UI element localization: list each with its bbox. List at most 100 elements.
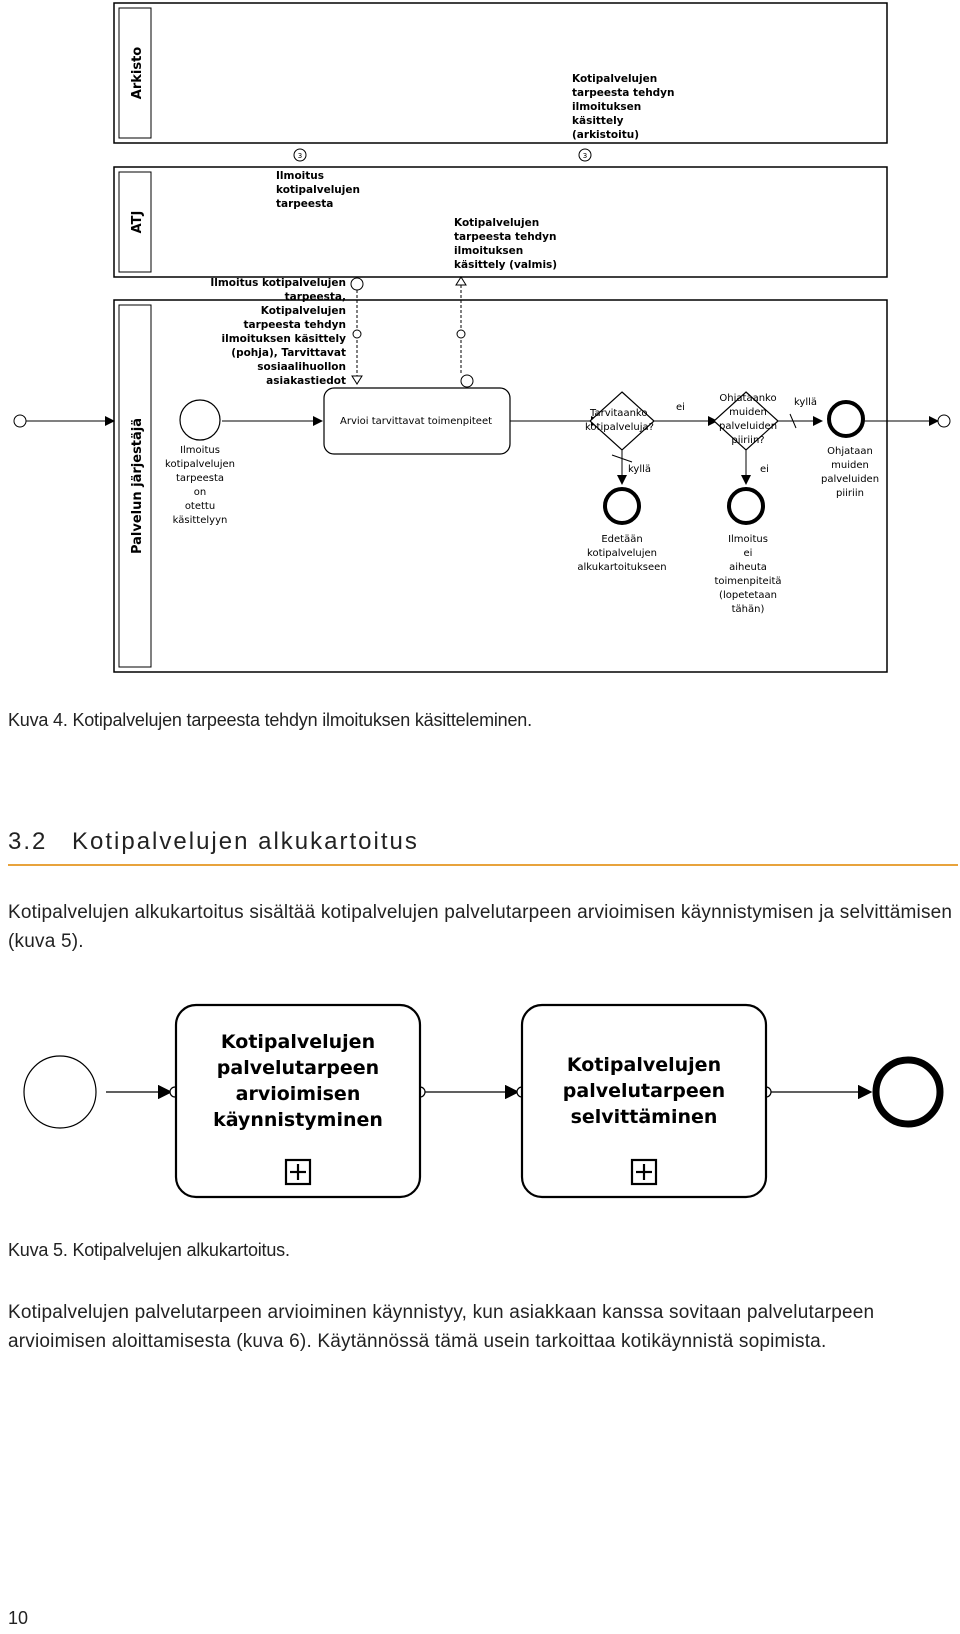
svg-text:kotipalvelujen: kotipalvelujen [276,184,360,196]
svg-text:ilmoituksen: ilmoituksen [454,245,523,257]
gateway-need-homecare [589,391,655,451]
svg-text:ilmoituksen käsittely: ilmoituksen käsittely [222,333,347,345]
data-objects-label: Ilmoitus kotipalvelujen tarpeesta, Kotip… [210,277,346,387]
svg-text:tarpeesta tehdyn: tarpeesta tehdyn [243,319,346,331]
svg-text:käsittely: käsittely [572,115,624,127]
gateway-redirect [713,391,779,451]
message-flows [350,276,474,388]
svg-text:tarpeesta: tarpeesta [176,473,224,484]
gateway-need-homecare-label: Tarvitaanko kotipalveluja? [585,408,654,433]
figure4-caption: Kuva 4. Kotipalvelujen tarpeesta tehdyn … [8,710,532,730]
svg-text:ei: ei [744,548,753,559]
svg-text:piiriin: piiriin [836,488,864,499]
atj-done-label: Kotipalvelujen tarpeesta tehdyn ilmoituk… [454,217,557,271]
lane-atj: ATJ [113,166,888,278]
gateway-redirect-label: Ohjataanko muiden palveluiden piiriin? [719,393,777,446]
page-number: 10 [8,1608,29,1628]
svg-text:käsittely (valmis): käsittely (valmis) [454,259,557,271]
svg-text:Ohjataanko: Ohjataanko [719,393,776,404]
svg-text:kotipalveluja?: kotipalveluja? [585,422,654,433]
svg-text:palvelutarpeen: palvelutarpeen [217,1057,379,1079]
lane-label-archive: Arkisto [130,47,145,100]
lane-archive: Arkisto [113,2,888,144]
label-kylla-2: kyllä [794,397,817,408]
figure5-end-event [872,1056,944,1128]
svg-text:kotipalvelujen: kotipalvelujen [587,548,657,559]
svg-text:tarpeesta,: tarpeesta, [285,291,346,303]
svg-text:Edetään: Edetään [601,534,642,545]
svg-text:Kotipalvelujen: Kotipalvelujen [454,217,539,229]
svg-text:käsittelyyn: käsittelyyn [173,515,228,526]
svg-text:kotipalvelujen: kotipalvelujen [165,459,235,470]
svg-text:Ohjataan: Ohjataan [827,446,873,457]
process-diagram-figure5: Kotipalvelujen palvelutarpeen arvioimise… [23,1003,944,1199]
label-ei-2: ei [760,464,769,475]
label-kylla-1: kyllä [628,464,651,475]
end-event-redirect [827,400,865,438]
end-event-no-action [727,487,765,525]
svg-text:selvittäminen: selvittäminen [571,1106,718,1128]
svg-text:(lopetetaan: (lopetetaan [719,590,777,601]
svg-text:käynnistyminen: käynnistyminen [213,1109,383,1131]
start-event [179,399,221,441]
paragraph-2: Kotipalvelujen palvelutarpeen arvioimine… [8,1302,875,1352]
connector-marker-archive: 3 3 [293,148,592,162]
svg-text:sosiaalihuollon: sosiaalihuollon [257,361,346,373]
svg-text:tähän): tähän) [732,604,765,615]
end-event-no-action-label: Ilmoitus ei aiheuta toimenpiteitä (lopet… [714,534,781,615]
end-event-redirect-label: Ohjataan muiden palveluiden piiriin [821,446,879,499]
svg-text:ilmoituksen: ilmoituksen [572,101,641,113]
end-event-forward-label: Edetään kotipalvelujen alkukartoitukseen [577,534,666,573]
task-assess [323,387,511,455]
svg-text:Kotipalvelujen: Kotipalvelujen [572,73,657,85]
svg-text:on: on [194,487,206,498]
label-ei-1: ei [676,402,685,413]
svg-text:palvelutarpeen: palvelutarpeen [563,1080,725,1102]
expand-plus-icon [284,1158,312,1186]
figure5-subprocess-start: Kotipalvelujen palvelutarpeen arvioimise… [174,1003,422,1199]
svg-text:piiriin?: piiriin? [731,435,764,446]
end-event-forward [603,487,641,525]
svg-text:alkukartoitukseen: alkukartoitukseen [577,562,666,573]
svg-text:Kotipalvelujen: Kotipalvelujen [221,1031,375,1053]
svg-text:3: 3 [583,152,587,160]
svg-text:Kotipalvelujen: Kotipalvelujen [567,1054,721,1076]
svg-text:Ilmoitus: Ilmoitus [728,534,768,545]
figure5-caption: Kuva 5. Kotipalvelujen alkukartoitus. [8,1240,290,1260]
paragraph-1: Kotipalvelujen alkukartoitus sisältää ko… [8,902,953,952]
section-title: Kotipalvelujen alkukartoitus [72,828,419,855]
archive-document-label: Kotipalvelujen tarpeesta tehdyn ilmoituk… [572,73,675,141]
figure5-start-event [23,1055,97,1129]
svg-text:toimenpiteitä: toimenpiteitä [714,576,781,587]
svg-text:otettu: otettu [185,501,215,512]
svg-text:tarpeesta tehdyn: tarpeesta tehdyn [572,87,675,99]
lane-organizer: Palvelun järjestäjä [113,299,888,673]
lane-label-atj: ATJ [130,211,145,234]
figure5-subprocess-assess: Kotipalvelujen palvelutarpeen selvittämi… [520,1003,768,1199]
svg-text:Tarvitaanko: Tarvitaanko [589,408,647,419]
process-diagram-figure4: Arkisto ATJ Palvelun järjestäjä Kotipalv… [13,2,951,673]
svg-text:Ilmoitus: Ilmoitus [180,445,220,456]
expand-plus-icon [630,1158,658,1186]
svg-text:aiheuta: aiheuta [729,562,767,573]
svg-text:Ilmoitus kotipalvelujen: Ilmoitus kotipalvelujen [210,277,346,289]
svg-text:tarpeesta tehdyn: tarpeesta tehdyn [454,231,557,243]
task-assess-label: Arvioi tarvittavat toimenpiteet [340,416,492,427]
start-event-label: Ilmoitus kotipalvelujen tarpeesta on ote… [165,445,235,526]
svg-text:3: 3 [298,152,302,160]
svg-text:asiakastiedot: asiakastiedot [266,375,346,387]
svg-text:tarpeesta: tarpeesta [276,198,333,210]
svg-text:muiden: muiden [831,460,869,471]
svg-text:muiden: muiden [729,407,767,418]
svg-text:Kotipalvelujen: Kotipalvelujen [261,305,346,317]
svg-text:palveluiden: palveluiden [821,474,879,485]
atj-notice-label: Ilmoitus kotipalvelujen tarpeesta [276,170,360,210]
svg-text:Ilmoitus: Ilmoitus [276,170,324,182]
svg-text:arvioimisen: arvioimisen [236,1083,361,1105]
svg-text:(pohja), Tarvittavat: (pohja), Tarvittavat [231,347,346,359]
heading-rule [8,864,958,866]
lane-label-organizer: Palvelun järjestäjä [130,418,145,554]
svg-text:(arkistoitu): (arkistoitu) [572,129,639,141]
svg-text:palveluiden: palveluiden [719,421,777,432]
